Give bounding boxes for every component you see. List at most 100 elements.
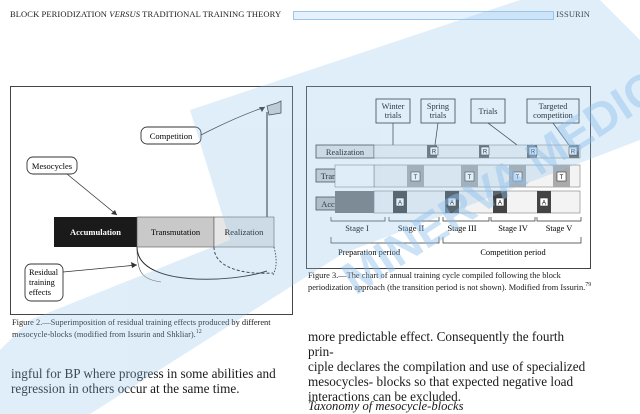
body-right-line-4: interactions can be excluded.	[308, 389, 462, 404]
realization-label: Realization	[225, 227, 264, 237]
spring-trials-box	[420, 98, 456, 124]
stage2-bracket	[388, 217, 440, 222]
competition-bubble	[140, 126, 202, 145]
targeted-competition-l2: competition	[533, 111, 573, 120]
header-author: ISSURIN	[556, 9, 590, 19]
residual-curve-realization	[272, 246, 277, 276]
residual-label-1: Residual	[29, 268, 59, 277]
r-tag-2-label: R	[483, 150, 488, 156]
mesocycles-arrowhead	[111, 210, 117, 215]
stage1-accum-block	[335, 191, 374, 213]
a-tag-1-label: A	[398, 201, 402, 207]
spring-trials-l2: trials	[430, 111, 447, 120]
residual-arrow	[62, 264, 138, 273]
r-tag-3-label: R	[531, 150, 536, 156]
trials-box	[470, 98, 506, 124]
residual-curve-transmutation	[213, 246, 274, 274]
mesocycles-arrow	[66, 173, 118, 216]
body-right-line-1: more predictable effect. Consequently th…	[308, 329, 565, 359]
r-tag-1	[429, 146, 439, 156]
figure-3: Winter trials Spring trials Trials Targe…	[306, 86, 591, 269]
figure-2-caption: Figure 2.—Superimposition of residual tr…	[12, 318, 271, 339]
r-tag-4-label: R	[571, 150, 576, 156]
residual-label-3: effects	[29, 288, 51, 297]
body-left-line-1: ingful for BP where progress in some abi…	[11, 366, 276, 381]
winter-trials-l2: trials	[385, 111, 402, 120]
t-tag-1-label: T	[414, 175, 418, 181]
transmutation-block	[136, 216, 215, 248]
stage3-label: Stage III	[447, 224, 476, 233]
competition-arrow	[200, 106, 266, 136]
residual-curve-accumulation	[136, 246, 268, 280]
accumulation-label: Accumulation	[70, 227, 121, 237]
stage1-trans-block	[334, 164, 375, 188]
header-title: BLOCK PERIODIZATION VERSUS TRADITIONAL T…	[10, 9, 282, 19]
preparation-bracket	[330, 237, 440, 244]
spring-trials-l1: Spring	[427, 102, 449, 111]
realization-block	[213, 216, 275, 248]
a-tag-4-label: A	[542, 201, 546, 207]
competition-period-label: Competition period	[480, 248, 546, 257]
trials-arrow	[487, 122, 518, 146]
stage2-label: Stage II	[398, 224, 424, 233]
a-tag-3	[495, 197, 505, 207]
accumulation-block	[54, 217, 137, 247]
residual-label-2: training	[29, 278, 55, 287]
residual-arrowhead	[131, 262, 137, 268]
t-tag-2-label: T	[468, 175, 472, 181]
winter-trials-box	[375, 98, 411, 124]
t-tag-2	[464, 171, 475, 182]
preparation-period-label: Preparation period	[338, 248, 401, 257]
header-highlight	[293, 11, 554, 20]
body-text-right: more predictable effect. Consequently th…	[308, 329, 592, 404]
stage5-bracket	[536, 217, 582, 222]
targeted-competition-box	[526, 98, 580, 124]
body-left-line-2: regression in others occur at the same t…	[11, 381, 240, 396]
trials-label: Trials	[478, 107, 497, 116]
body-text-left: ingful for BP where progress in some abi…	[11, 366, 297, 396]
stage1-label: Stage I	[345, 224, 369, 233]
stage1-bracket	[330, 217, 386, 222]
targeted-arrow	[552, 122, 570, 146]
figure-3-caption: Figure 3.—The chart of annual training c…	[308, 271, 592, 292]
residual-effects-bubble	[24, 263, 64, 302]
a-tag-1	[395, 197, 405, 207]
r-tag-1-label: R	[432, 150, 437, 156]
stage3-bracket	[442, 217, 490, 222]
r-tag-2	[480, 146, 490, 156]
r-tag-3	[528, 146, 538, 156]
body-right-line-3: mesocycles- blocks so that expected nega…	[308, 374, 574, 389]
competition-arrowhead	[259, 107, 265, 112]
stage4-label: Stage IV	[498, 224, 528, 233]
realization-track	[373, 144, 581, 159]
t-tag-4	[556, 171, 567, 182]
row-label-realization: Realization	[326, 148, 365, 157]
a-tag-2-label: A	[450, 201, 454, 207]
stage4-bracket	[490, 217, 536, 222]
t-tag-4-label: T	[560, 175, 564, 181]
competition-flag-icon	[266, 100, 282, 116]
figure-2-diagram: Competition Mesocycles Accumulation Tran…	[24, 100, 282, 302]
running-header: BLOCK PERIODIZATION VERSUS TRADITIONAL T…	[10, 9, 590, 21]
competition-label: Competition	[150, 131, 193, 141]
targeted-competition-l1: Targeted	[539, 102, 569, 111]
t-tag-3-label: T	[516, 175, 520, 181]
figure-3-chart: Winter trials Spring trials Trials Targe…	[315, 98, 582, 257]
figure-2: Competition Mesocycles Accumulation Tran…	[10, 86, 293, 315]
a-tag-3-label: A	[498, 201, 502, 207]
transmutation-label: Transmutation	[151, 227, 201, 237]
body-right-line-2: ciple declares the compilation and use o…	[308, 359, 586, 374]
t-tag-3	[512, 171, 523, 182]
mesocycles-label: Mesocycles	[32, 161, 72, 171]
competition-bracket	[442, 237, 582, 244]
r-tag-4	[568, 146, 578, 156]
a-tag-2	[447, 197, 457, 207]
a-tag-4	[539, 197, 549, 207]
mesocycles-bubble	[26, 156, 78, 175]
spring-arrow	[434, 122, 439, 146]
winter-trials-l1: Winter	[382, 102, 405, 111]
section-subheading: Taxonomy of mesocycle-blocks	[308, 399, 464, 413]
residual-curve-inner	[136, 246, 162, 283]
t-tag-1	[410, 171, 421, 182]
stage5-label: Stage V	[546, 224, 573, 233]
